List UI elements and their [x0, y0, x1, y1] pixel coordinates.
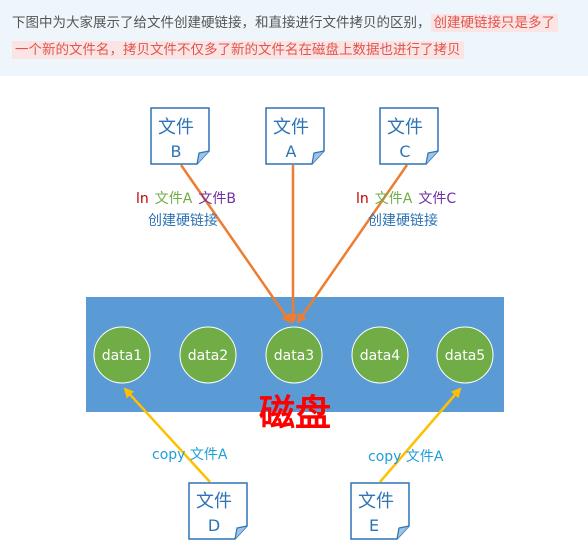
file-doc-a: 文件 A	[265, 107, 325, 165]
disk-label: 磁盘	[259, 392, 331, 434]
cmd-ln: ln	[356, 191, 369, 207]
data-block-label: data3	[274, 348, 314, 364]
data-block-2: data2	[179, 326, 237, 384]
file-name: 文件	[196, 491, 232, 512]
note-highlight-1: 创建硬链接只是多了	[430, 14, 558, 32]
link-caption: 创建硬链接	[148, 212, 218, 229]
copy-arrow-d	[123, 387, 211, 483]
cmd-src: 文件A	[155, 191, 193, 207]
data-block-3: data3	[265, 326, 323, 384]
file-doc-d: 文件 D	[188, 482, 248, 540]
data-block-5: data5	[436, 326, 494, 384]
file-letter: E	[369, 516, 379, 535]
file-name: 文件	[387, 117, 423, 138]
cmd-dst: 文件C	[418, 191, 456, 207]
file-letter: C	[399, 142, 410, 161]
note-box: 下图中为大家展示了给文件创建硬链接，和直接进行文件拷贝的区别，创建硬链接只是多了…	[0, 0, 588, 76]
file-name: 文件	[158, 117, 194, 138]
cmd-src: 文件A	[375, 191, 413, 207]
note-text: 下图中为大家展示了给文件创建硬链接，和直接进行文件拷贝的区别，	[12, 15, 431, 31]
file-name: 文件	[273, 117, 309, 138]
file-doc-e: 文件 E	[350, 482, 410, 540]
data-block-label: data4	[360, 348, 401, 364]
data-block-label: data1	[102, 348, 142, 364]
data-block-4: data4	[351, 326, 409, 384]
file-doc-c: 文件 C	[379, 107, 439, 165]
file-name: 文件	[358, 491, 394, 512]
data-block-label: data2	[188, 348, 228, 364]
copy-arrow-e	[379, 387, 462, 483]
link-caption: 创建硬链接	[368, 212, 438, 229]
data-block-1: data1	[93, 326, 151, 384]
file-letter: B	[171, 142, 182, 161]
link-label-b: ln 文件A 文件B 创建硬链接	[136, 191, 236, 229]
cmd-dst: 文件B	[198, 191, 236, 207]
data-block-label: data5	[445, 348, 485, 364]
file-letter: A	[286, 142, 297, 161]
note-highlight-2: 一个新的文件名，拷贝文件不仅多了新的文件名在磁盘上数据也进行了拷贝	[12, 41, 464, 59]
copy-label-d: copy 文件A	[152, 447, 228, 463]
copy-label-e: copy 文件A	[368, 449, 444, 465]
cmd-ln: ln	[136, 191, 149, 207]
link-arrow-b	[179, 164, 292, 324]
file-letter: D	[208, 516, 220, 535]
file-doc-b: 文件 B	[150, 107, 210, 165]
link-label-c: ln 文件A 文件C 创建硬链接	[356, 191, 456, 229]
link-arrow-c	[296, 164, 409, 324]
